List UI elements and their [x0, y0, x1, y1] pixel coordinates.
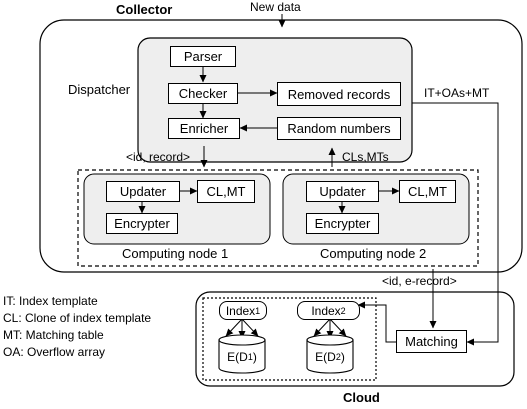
it-oas-mt-label: IT+OAs+MT	[424, 86, 490, 100]
collector-title: Collector	[116, 2, 173, 17]
enricher-box: Enricher	[168, 118, 240, 139]
legend-item: IT: Index template	[3, 294, 98, 308]
node2-updater-box: Updater	[306, 181, 379, 202]
legend-item: OA: Overflow array	[3, 345, 106, 359]
legend-item: CL: Clone of index template	[3, 311, 152, 325]
computing-node-2-caption: Computing node 2	[320, 246, 427, 261]
matching-box: Matching	[396, 330, 467, 353]
index1-branch-left	[225, 318, 243, 337]
random-numbers-box: Random numbers	[277, 117, 401, 140]
it-oas-mt-arrow	[412, 102, 499, 346]
cloud-container	[195, 291, 515, 387]
database-cylinder-2	[306, 334, 354, 374]
node2-encrypter-box: Encrypter	[306, 213, 379, 234]
legend-item: MT: Matching table	[3, 328, 104, 342]
index2-branch-left	[313, 318, 331, 337]
cloud-title: Cloud	[343, 390, 380, 405]
matching-to-index-arrow	[357, 301, 396, 343]
computing-node-1-caption: Computing node 1	[122, 246, 229, 261]
node1-cl-mt-box: CL,MT	[197, 180, 255, 203]
index2-branch-right	[329, 318, 347, 337]
index-storage-frame	[202, 297, 377, 381]
checker-box: Checker	[168, 83, 238, 104]
node1-updater-box: Updater	[106, 181, 180, 202]
node1-encrypter-box: Encrypter	[106, 213, 178, 234]
index1-branch-right	[241, 318, 259, 337]
removed-records-box: Removed records	[277, 82, 401, 106]
legend: IT: Index template CL: Clone of index te…	[3, 293, 151, 361]
id-e-record-label: <id, e-record>	[382, 274, 457, 288]
node2-cl-mt-box: CL,MT	[399, 180, 456, 203]
dispatcher-label: Dispatcher	[68, 82, 131, 97]
cls-mts-label: CLs,MTs	[342, 150, 389, 164]
database-cylinder-1	[218, 334, 266, 374]
computing-nodes-frame	[77, 169, 479, 267]
id-record-label: <id, record>	[126, 150, 191, 164]
new-data-label: New data	[250, 0, 301, 14]
parser-box: Parser	[170, 46, 236, 67]
